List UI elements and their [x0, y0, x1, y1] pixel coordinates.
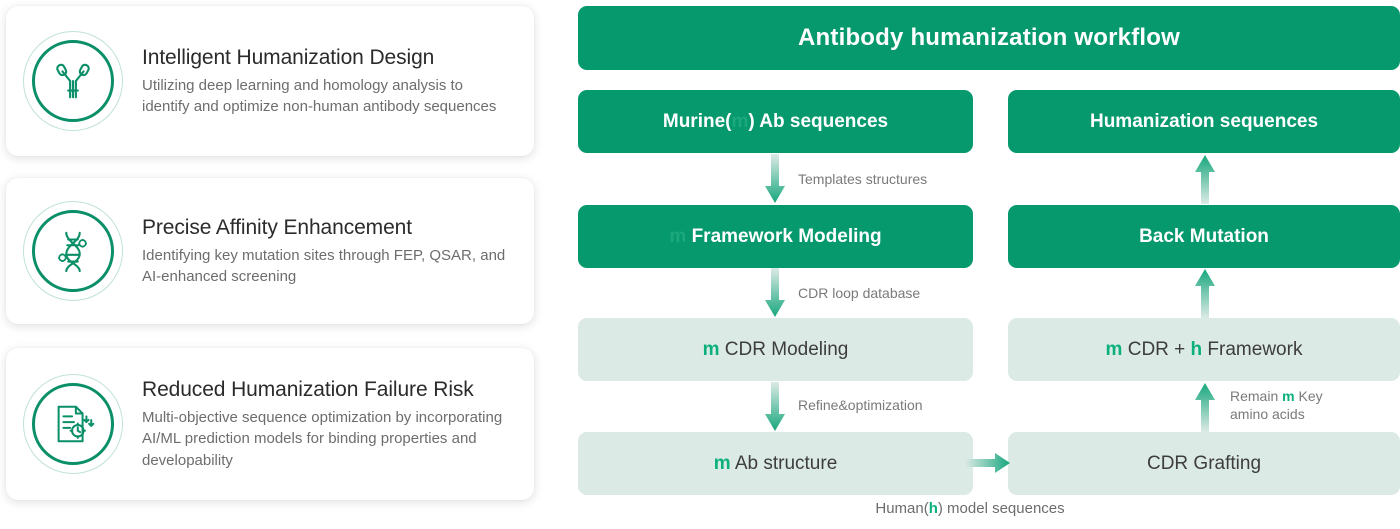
- feature-icon-wrapper: [18, 196, 128, 306]
- node-ab-structure[interactable]: m Ab structure: [578, 432, 973, 495]
- feature-card-list: Intelligent Humanization Design Utilizin…: [0, 0, 540, 529]
- icon-outer-ring: [23, 201, 123, 301]
- feature-card-text: Precise Affinity Enhancement Identifying…: [128, 215, 516, 288]
- highlight-m: m: [1282, 388, 1295, 404]
- workflow-diagram: Antibody humanization workflow Murine(m)…: [540, 0, 1400, 529]
- icon-outer-ring: [23, 31, 123, 131]
- feature-icon-wrapper: [18, 26, 128, 136]
- node-framework-modeling[interactable]: m Framework Modeling: [578, 205, 973, 268]
- feature-card-title: Precise Affinity Enhancement: [142, 215, 412, 239]
- icon-inner-ring: [32, 383, 114, 465]
- node-label: Back Mutation: [1139, 225, 1269, 247]
- arrow-right-ab-structure-to-cdr-grafting: [965, 453, 1010, 473]
- arrow-down-cdr-modeling-to-ab-structure: [765, 382, 785, 431]
- document-gear-icon: [57, 405, 95, 443]
- workflow-title: Antibody humanization workflow: [798, 24, 1180, 51]
- feature-card-description: Identifying key mutation sites through F…: [142, 246, 506, 286]
- highlight-h: h: [928, 500, 938, 517]
- icon-outer-ring: [23, 374, 123, 474]
- node-back-mutation[interactable]: Back Mutation: [1008, 205, 1400, 268]
- node-label: m CDR Modeling: [702, 338, 849, 360]
- highlight-m: m: [669, 225, 687, 247]
- highlight-m: m: [731, 110, 749, 132]
- feature-card-text: Intelligent Humanization Design Utilizin…: [128, 45, 516, 118]
- workflow-header-banner: Antibody humanization workflow: [578, 6, 1400, 70]
- node-cdr-modeling[interactable]: m CDR Modeling: [578, 318, 973, 381]
- node-murine-ab-sequences[interactable]: Murine(m) Ab sequences: [578, 90, 973, 153]
- highlight-h: h: [1190, 338, 1203, 360]
- feature-card-intelligent-humanization-design[interactable]: Intelligent Humanization Design Utilizin…: [6, 6, 534, 156]
- feature-icon-wrapper: [18, 369, 128, 479]
- arrow-up-cdr-framework-to-back-mutation: [1195, 269, 1215, 318]
- node-humanization-sequences[interactable]: Humanization sequences: [1008, 90, 1400, 153]
- node-label: m Framework Modeling: [669, 225, 882, 247]
- node-cdr-grafting[interactable]: CDR Grafting: [1008, 432, 1400, 495]
- arrow-label-cdr-loop-database: CDR loop database: [798, 285, 921, 301]
- node-label: Humanization sequences: [1089, 110, 1319, 132]
- node-label: m Ab structure: [713, 452, 838, 474]
- highlight-m: m: [702, 338, 720, 360]
- icon-inner-ring: [32, 210, 114, 292]
- feature-card-reduced-humanization-failure-risk[interactable]: Reduced Humanization Failure Risk Multi-…: [6, 348, 534, 500]
- node-label: Murine(m) Ab sequences: [662, 110, 889, 132]
- arrow-down-framework-to-cdr-modeling: [765, 268, 785, 317]
- feature-card-title: Intelligent Humanization Design: [142, 45, 435, 69]
- arrow-label-refine-optimization: Refine&optimization: [798, 397, 923, 413]
- workflow-bottom-caption: Human(h) model sequences: [875, 500, 1065, 517]
- feature-card-precise-affinity-enhancement[interactable]: Precise Affinity Enhancement Identifying…: [6, 178, 534, 324]
- node-label: CDR Grafting: [1146, 452, 1262, 474]
- feature-card-description: Utilizing deep learning and homology ana…: [142, 76, 497, 116]
- feature-card-title: Reduced Humanization Failure Risk: [142, 377, 474, 401]
- highlight-m: m: [713, 452, 731, 474]
- highlight-m: m: [1105, 338, 1123, 360]
- antibody-icon: [56, 63, 90, 99]
- feature-card-text: Reduced Humanization Failure Risk Multi-…: [128, 377, 516, 471]
- arrow-label-remain-key-amino-acids: Remain m Key amino acids: [1230, 388, 1323, 422]
- node-cdr-plus-framework[interactable]: m CDR + h Framework: [1008, 318, 1400, 381]
- arrow-up-cdr-grafting-to-cdr-framework: [1195, 383, 1215, 432]
- node-label: m CDR + h Framework: [1105, 338, 1303, 360]
- arrow-up-back-mutation-to-humanization: [1195, 155, 1215, 204]
- feature-card-description: Multi-objective sequence optimization by…: [142, 409, 503, 469]
- arrow-down-murine-to-framework: [765, 154, 785, 203]
- icon-inner-ring: [32, 40, 114, 122]
- dna-helix-icon: [58, 231, 87, 273]
- arrow-label-templates-structures: Templates structures: [798, 171, 928, 187]
